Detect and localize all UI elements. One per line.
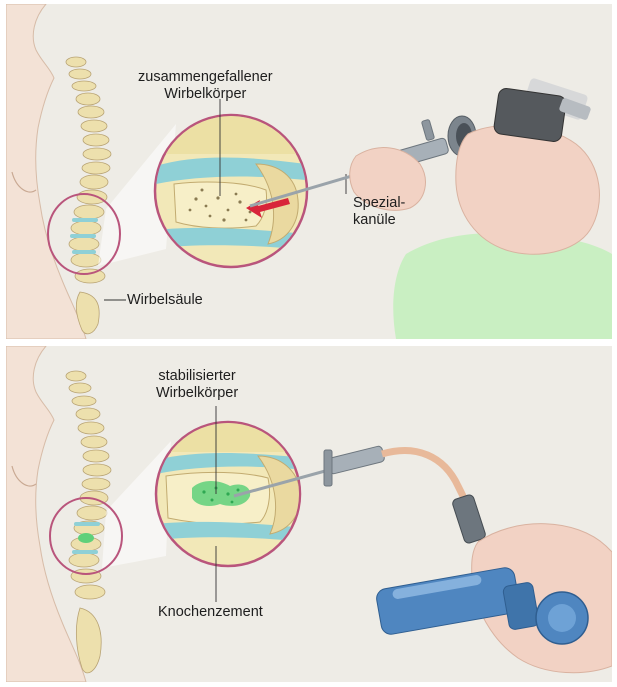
label-stabilized-vertebra: stabilisierter Wirbelkörper (156, 368, 238, 402)
collapsed-scene-drawing (6, 4, 612, 339)
label-bone-cement: Knochenzement (158, 604, 263, 621)
label-spine: Wirbelsäule (127, 292, 203, 309)
magnified-vertebra (155, 114, 307, 267)
label-special-cannula: Spezial- kanüle (353, 195, 405, 229)
stabilized-scene-drawing (6, 346, 612, 682)
panel-stabilized-vertebra: stabilisierter Wirbelkörper Knochenzemen… (6, 346, 612, 682)
panel-collapsed-vertebra: zusammengefallener Wirbelkörper Spezial-… (6, 4, 612, 339)
spine-cement-spot (78, 533, 94, 543)
label-collapsed-vertebra: zusammengefallener Wirbelkörper (138, 69, 273, 103)
